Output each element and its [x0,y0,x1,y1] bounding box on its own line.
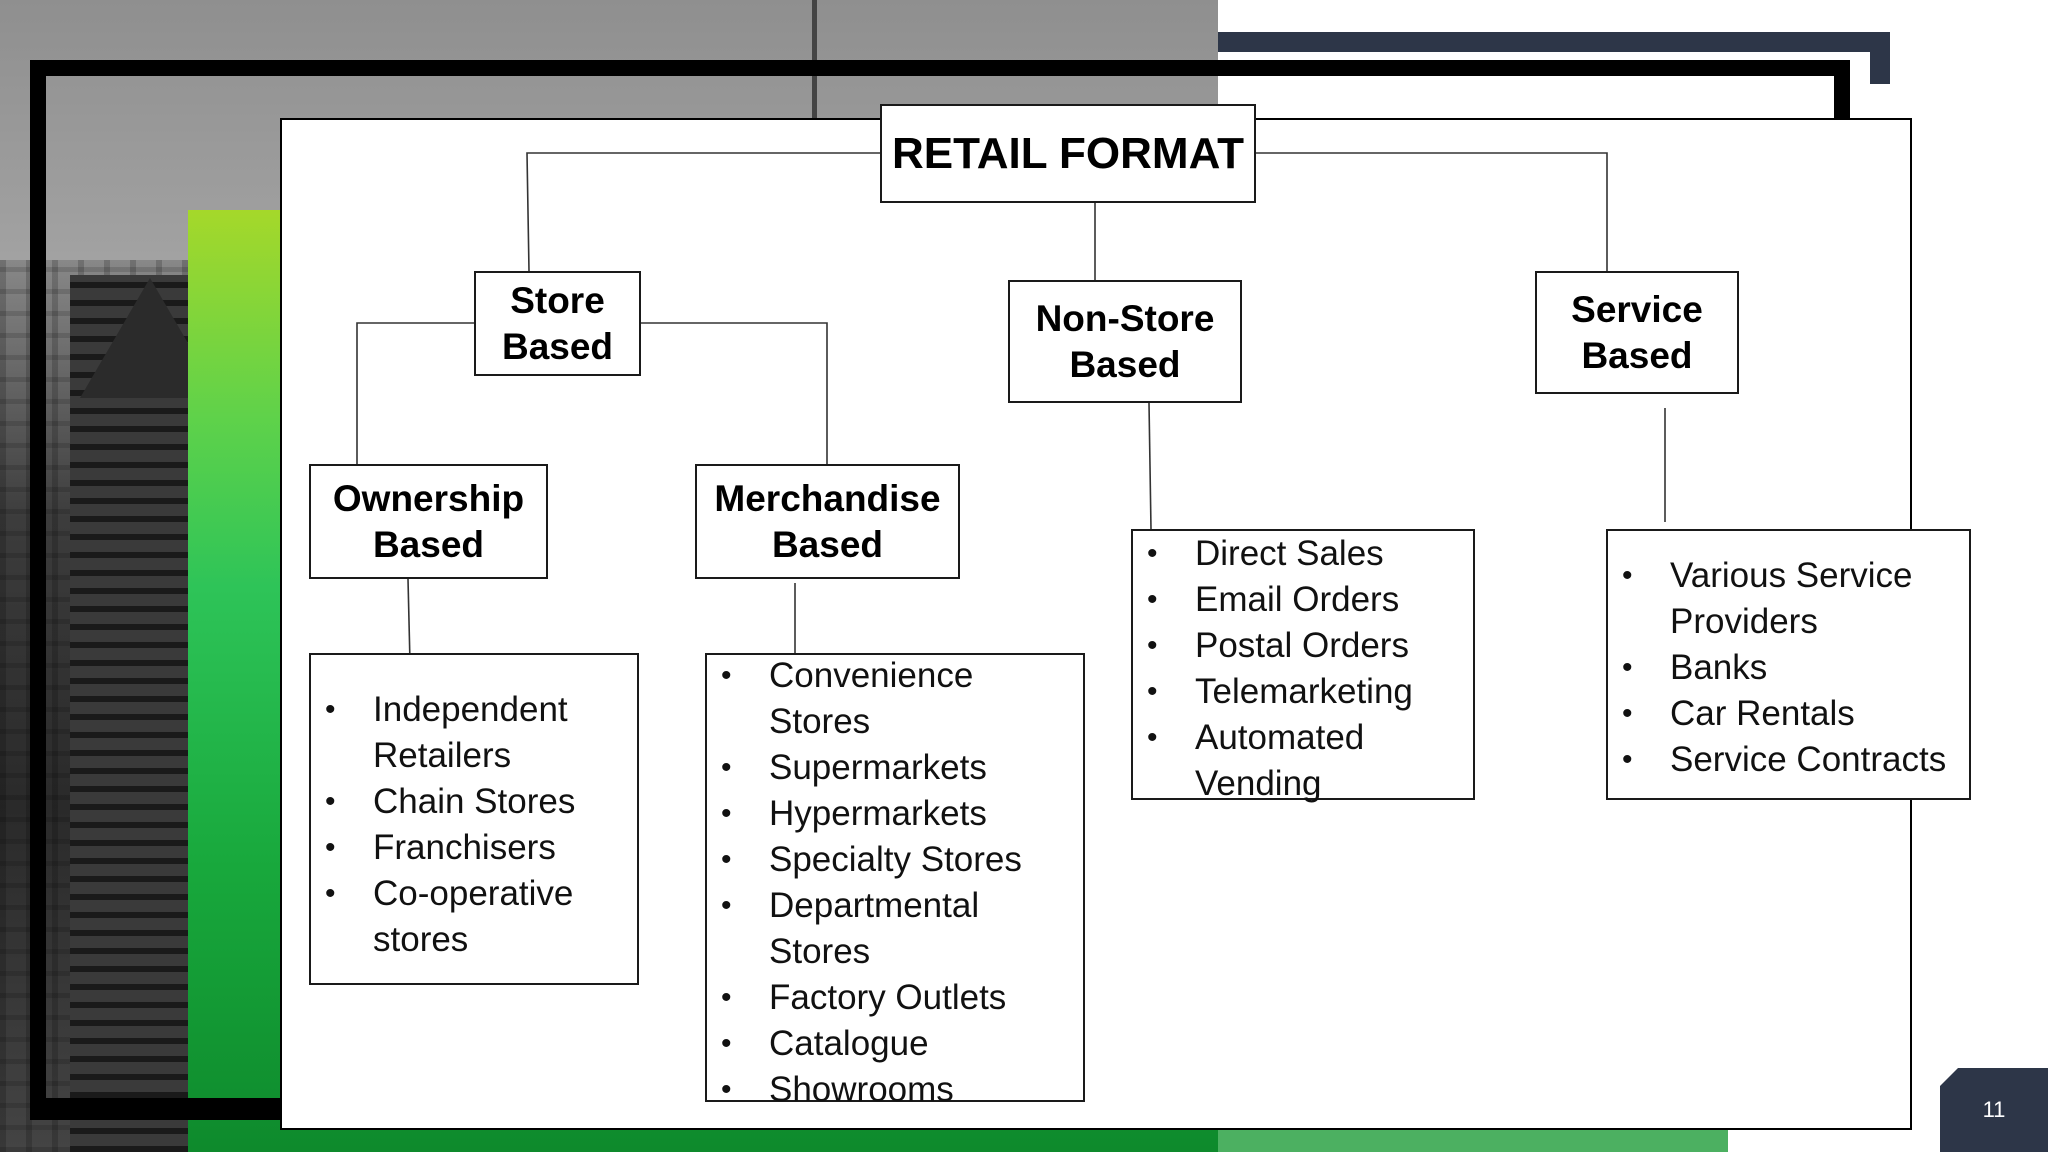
store-based-label: Store Based [502,278,613,368]
service-list-box: Various Service Providers Banks Car Rent… [1606,529,1971,800]
list-item: Car Rentals [1608,691,1969,737]
page-number: 11 [1983,1097,2006,1123]
non-store-based-node: Non-Store Based [1008,280,1242,403]
ownership-based-node: Ownership Based [309,464,548,579]
list-item: Automated Vending [1133,715,1473,807]
ownership-based-label: Ownership Based [333,476,524,566]
list-item: Telemarketing [1133,669,1473,715]
service-list: Various Service Providers Banks Car Rent… [1608,553,1969,783]
store-based-node: Store Based [474,271,641,376]
list-item: Departmental Stores [707,883,1083,975]
list-item: Various Service Providers [1608,553,1969,645]
list-item: Showrooms [707,1067,1083,1113]
list-item: Independent Retailers [311,687,637,779]
list-item: Service Contracts [1608,737,1969,783]
merchandise-based-label: Merchandise Based [714,476,940,566]
list-item: Specialty Stores [707,837,1083,883]
list-item: Catalogue [707,1021,1083,1067]
merchandise-based-node: Merchandise Based [695,464,960,579]
list-item: Hypermarkets [707,791,1083,837]
root-title: RETAIL FORMAT [892,127,1244,181]
merchandise-list-box: Convenience Stores Supermarkets Hypermar… [705,653,1085,1102]
list-item: Co-operative stores [311,871,637,963]
list-item: Direct Sales [1133,531,1473,577]
merchandise-list: Convenience Stores Supermarkets Hypermar… [707,653,1083,1113]
ownership-list-box: Independent Retailers Chain Stores Franc… [309,653,639,985]
connector-nonstore-list [1149,403,1151,529]
list-item: Postal Orders [1133,623,1473,669]
connector-store-merchandise [641,323,827,464]
list-item: Email Orders [1133,577,1473,623]
list-item: Convenience Stores [707,653,1083,745]
service-based-node: Service Based [1535,271,1739,394]
list-item: Chain Stores [311,779,637,825]
list-item: Supermarkets [707,745,1083,791]
list-item: Banks [1608,645,1969,691]
connector-ownership-list [408,579,410,663]
non-store-list: Direct Sales Email Orders Postal Orders … [1133,531,1473,807]
connector-root-service [1256,153,1607,271]
ownership-list: Independent Retailers Chain Stores Franc… [311,687,637,963]
service-based-label: Service Based [1571,287,1703,377]
list-item: Franchisers [311,825,637,871]
connector-store-ownership [357,323,474,464]
list-item: Factory Outlets [707,975,1083,1021]
page-number-tab: 11 [1940,1068,2048,1152]
root-node: RETAIL FORMAT [880,104,1256,203]
non-store-list-box: Direct Sales Email Orders Postal Orders … [1131,529,1475,800]
non-store-based-label: Non-Store Based [1036,296,1215,386]
connector-root-store [527,153,880,271]
